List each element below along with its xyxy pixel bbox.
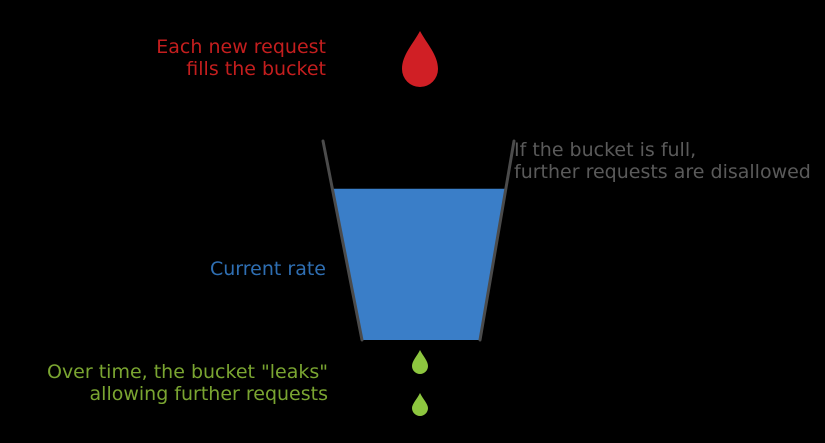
leak-label: Over time, the bucket "leaks" allowing f… — [20, 361, 328, 405]
request-label: Each new request fills the bucket — [90, 36, 326, 80]
green-drop-icon — [412, 350, 428, 374]
request-label-line: Each new request — [156, 36, 326, 58]
leak-label-line: Over time, the bucket "leaks" — [46, 361, 328, 383]
bucket-full-label: If the bucket is full, further requests … — [514, 139, 814, 183]
bucket-wall-left — [321, 139, 364, 342]
request-label-line: fills the bucket — [186, 58, 326, 80]
bucket-full-label-line: further requests are disallowed — [514, 161, 811, 183]
bucket-full-label-line: If the bucket is full, — [514, 139, 697, 161]
current-rate-label: Current rate — [150, 258, 326, 280]
red-drop-icon — [402, 31, 438, 87]
green-drop-icon — [412, 393, 428, 416]
bucket-wall-right — [478, 139, 516, 342]
leak-label-line: allowing further requests — [89, 383, 328, 405]
current-rate-label-line: Current rate — [210, 258, 326, 280]
bucket-water — [332, 188, 506, 340]
